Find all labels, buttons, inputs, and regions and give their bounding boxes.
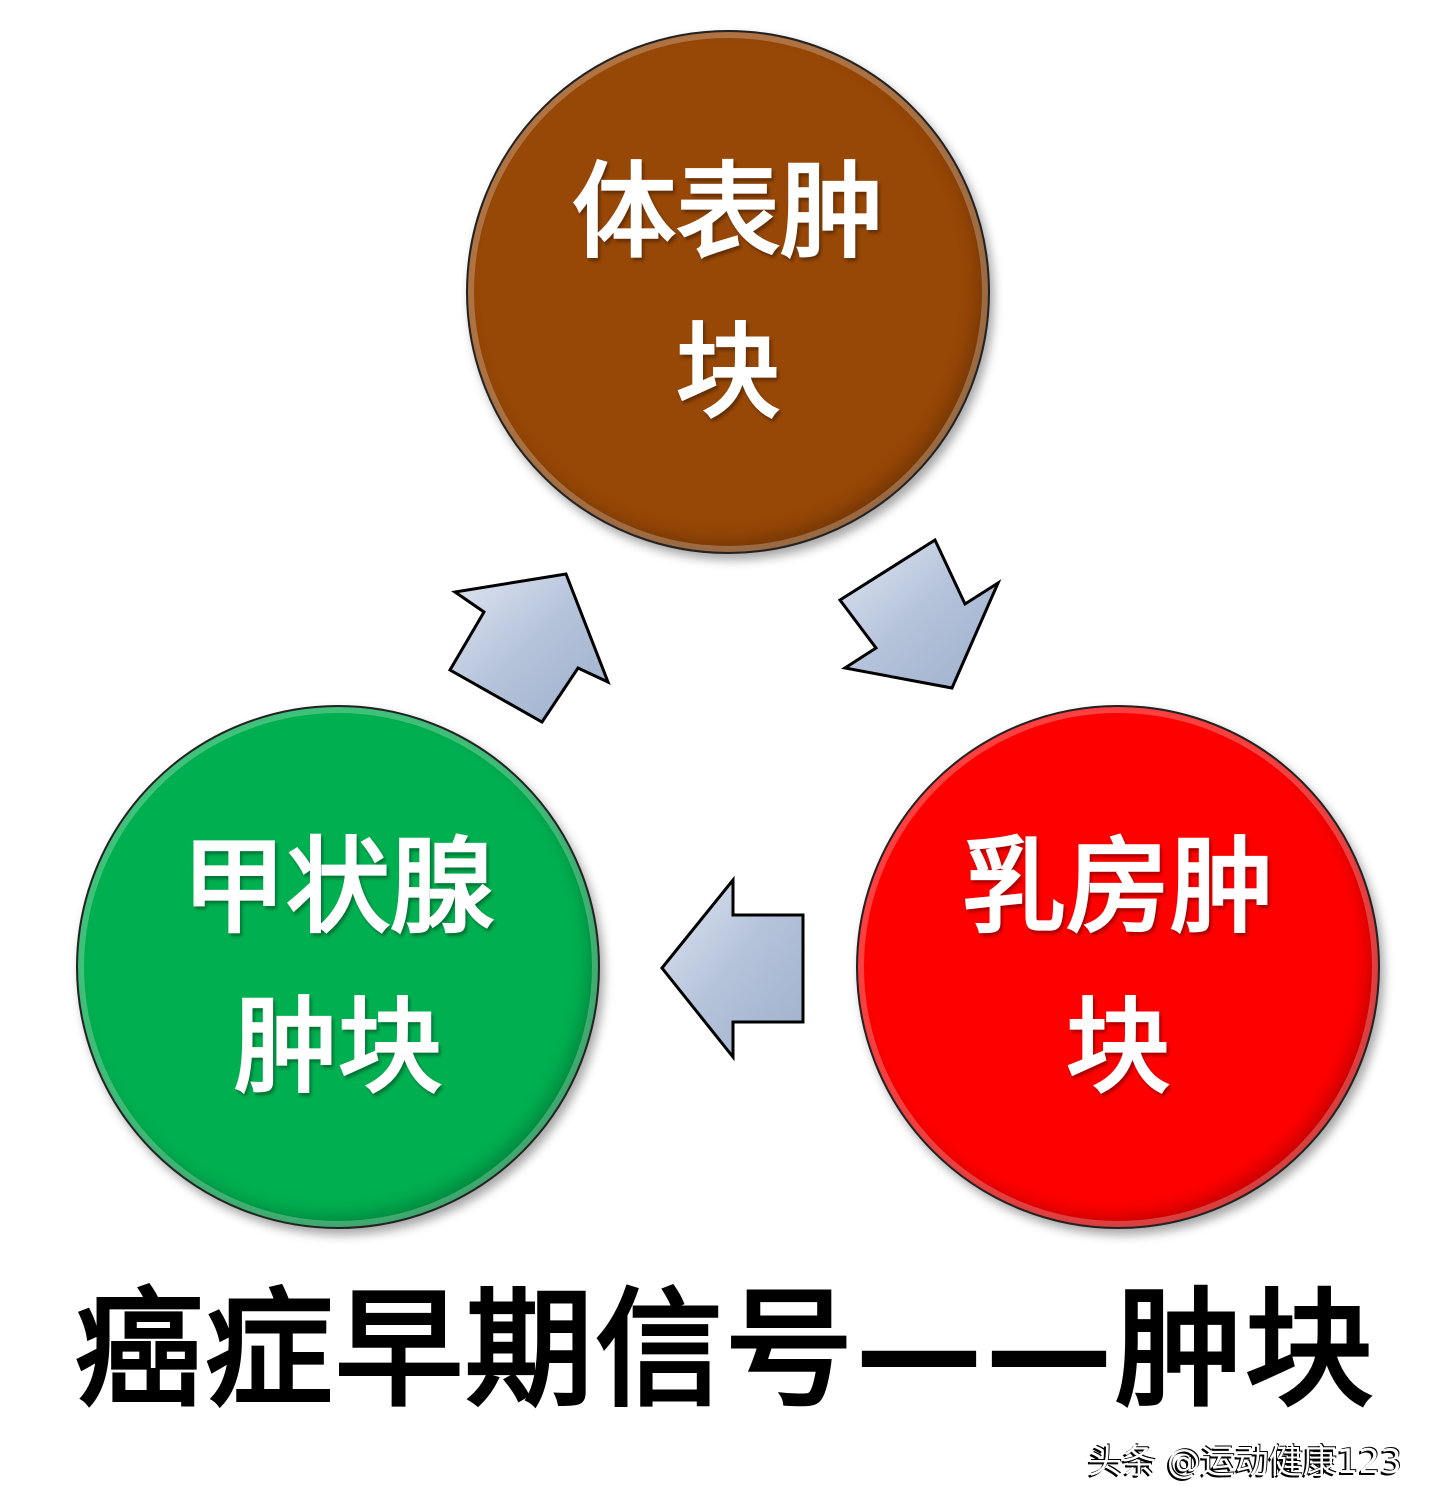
arrow-left-icon (660, 875, 805, 1062)
node-label-line2: 块 (675, 311, 780, 433)
node-label-line1: 体表肿 (571, 151, 884, 273)
node-label-line2: 肿块 (233, 986, 442, 1108)
node-label-line1: 甲状腺 (181, 826, 494, 948)
node-label-line2: 块 (1065, 986, 1170, 1108)
diagram-title: 癌症早期信号——肿块 (74, 1276, 1375, 1425)
node-breast-lump: 乳房肿 块 (856, 705, 1380, 1229)
watermark: 头条 @运动健康123 (1088, 1442, 1402, 1482)
arrow-up-right-icon (447, 572, 611, 724)
node-thyroid-lump: 甲状腺 肿块 (76, 705, 600, 1229)
arrow-down-right-icon (837, 537, 1002, 690)
node-body-surface-lump: 体表肿 块 (466, 30, 990, 554)
node-label-line1: 乳房肿 (961, 826, 1274, 948)
